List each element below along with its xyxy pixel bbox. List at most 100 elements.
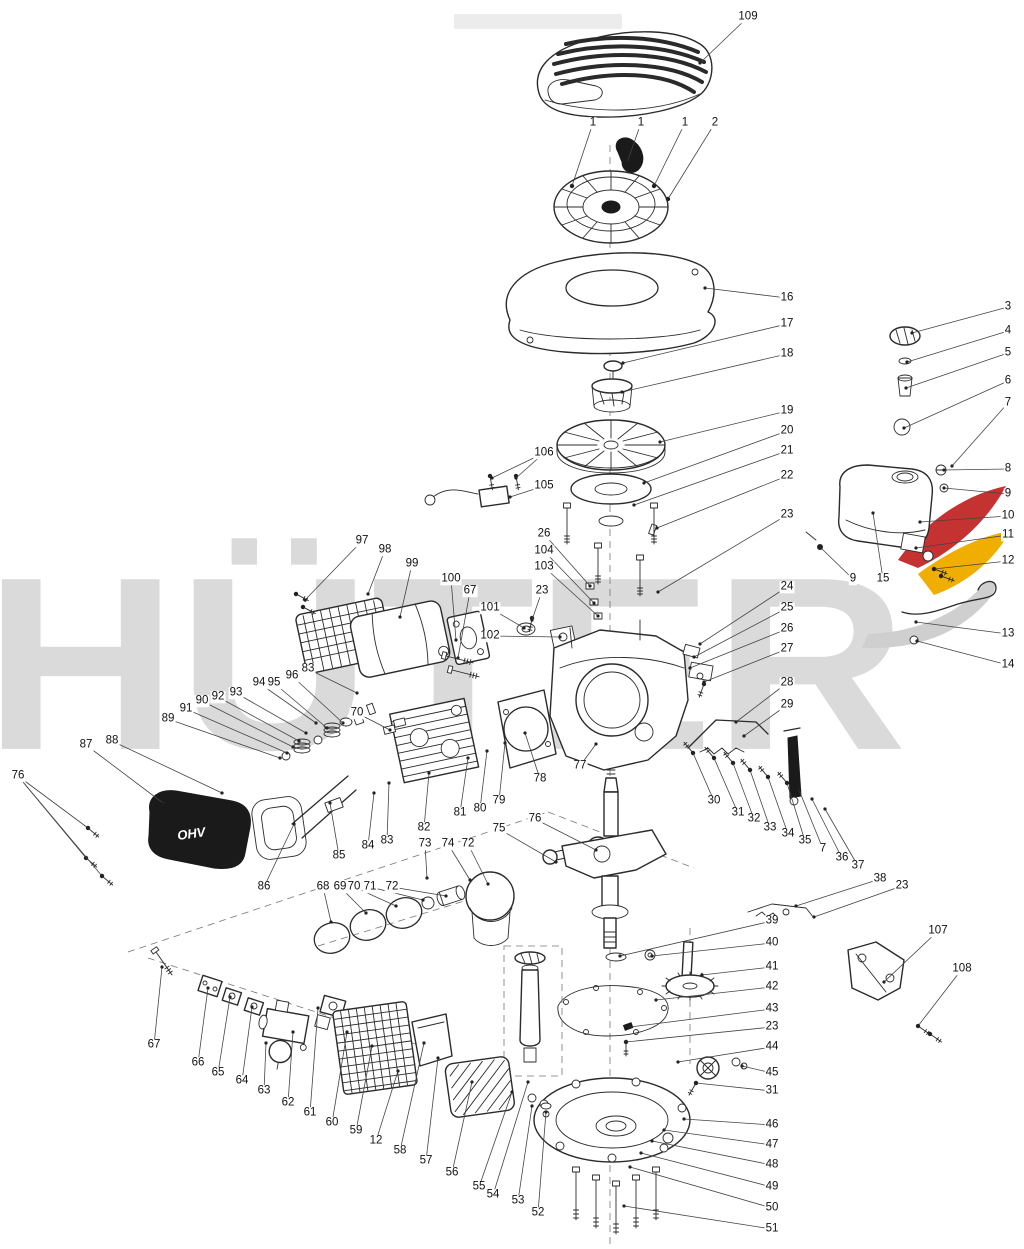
callout-70: 70 (349, 706, 365, 719)
leader-dot-44 (676, 1060, 680, 1064)
callout-34: 34 (780, 827, 796, 840)
rocker-cover-label: OHV (176, 824, 207, 843)
callout-72: 72 (460, 837, 476, 850)
leader-line-86 (264, 824, 294, 887)
leader-dot-75 (554, 860, 558, 864)
leader-dot-53 (530, 1104, 534, 1108)
callout-103: 103 (533, 560, 555, 573)
leader-line-63 (264, 1043, 266, 1091)
callout-88: 88 (104, 734, 120, 747)
leader-dot-47 (662, 1128, 666, 1132)
leader-dot-74 (468, 878, 472, 882)
leader-line-9 (944, 488, 1008, 494)
part-muffler-assembly (292, 590, 576, 681)
leader-dot-23 (624, 1040, 628, 1044)
callout-23: 23 (764, 1020, 780, 1033)
leader-line-89 (168, 719, 280, 758)
leader-dot-68 (329, 920, 333, 924)
leader-line-67 (154, 967, 162, 1045)
leader-dot-37 (823, 807, 827, 811)
leader-dot-8 (942, 468, 946, 472)
leader-line-26 (544, 534, 590, 586)
leader-line-83 (387, 783, 389, 841)
callout-16: 16 (779, 291, 795, 304)
leader-dot-98 (366, 592, 370, 596)
leader-line-49 (641, 1153, 772, 1187)
callout-24: 24 (779, 580, 795, 593)
leader-line-50 (630, 1167, 772, 1208)
leader-line-31 (696, 1083, 772, 1091)
callout-67: 67 (462, 584, 478, 597)
leader-dot-11 (914, 546, 918, 550)
callout-38: 38 (872, 872, 888, 885)
leader-line-8 (944, 469, 1008, 470)
callout-84: 84 (360, 839, 376, 852)
callout-99: 99 (404, 557, 420, 570)
leader-line-23 (626, 1027, 772, 1042)
callout-62: 62 (280, 1096, 296, 1109)
leader-dot-23 (530, 618, 534, 622)
leader-line-96 (292, 676, 343, 723)
leader-dot-32 (731, 761, 735, 765)
leader-line-66 (198, 988, 208, 1063)
leader-dot-76 (84, 856, 88, 860)
leader-line-91 (186, 709, 287, 753)
leader-line-22 (657, 476, 787, 528)
leader-dot-78 (523, 731, 527, 735)
callout-35: 35 (797, 834, 813, 847)
leader-dot-106 (514, 476, 518, 480)
leader-line-2 (668, 123, 715, 199)
leader-dot-76 (86, 826, 90, 830)
leader-dot-10 (918, 520, 922, 524)
leader-dot-63 (264, 1041, 268, 1045)
part-push-rods (292, 776, 356, 838)
leader-line-90 (202, 701, 293, 747)
leader-dot-83 (387, 781, 391, 785)
leader-dot-36 (810, 797, 814, 801)
leader-dot-5 (904, 386, 908, 390)
leader-dot-28 (734, 720, 738, 724)
part-head-gasket (498, 690, 556, 768)
leader-line-104 (544, 551, 594, 603)
callout-13: 13 (1000, 627, 1016, 640)
leader-line-102 (490, 636, 560, 637)
leader-dot-49 (639, 1151, 643, 1155)
leader-dot-84 (372, 791, 376, 795)
callout-31: 31 (730, 806, 746, 819)
leader-line-11 (916, 535, 1008, 548)
callout-105: 105 (533, 479, 555, 492)
leader-line-72 (392, 887, 446, 896)
leader-line-76 (535, 819, 596, 850)
leader-dot-7 (950, 464, 954, 468)
leader-dot-57 (436, 1056, 440, 1060)
leader-dot-95 (325, 726, 329, 730)
part-stop-switch-wire (425, 473, 522, 506)
callout-46: 46 (764, 1118, 780, 1131)
callout-72: 72 (384, 880, 400, 893)
callout-80: 80 (472, 802, 488, 815)
leader-dot-34 (766, 775, 770, 779)
callout-26: 26 (536, 527, 552, 540)
callout-89: 89 (160, 712, 176, 725)
part-pulley-and-fasteners (563, 474, 658, 620)
callout-100: 100 (440, 572, 462, 585)
leader-line-26 (690, 629, 787, 668)
part-carburetor-assembly (150, 946, 414, 1086)
leader-dot-109 (698, 61, 702, 65)
leader-dot-51 (622, 1204, 626, 1208)
callout-1: 1 (680, 116, 690, 129)
callout-7: 7 (1003, 396, 1013, 409)
leader-dot-94 (314, 721, 318, 725)
leader-dot-105 (508, 495, 512, 499)
leader-line-57 (426, 1058, 438, 1161)
callout-82: 82 (416, 821, 432, 834)
callout-86: 86 (256, 880, 272, 893)
part-fan-housing (506, 253, 715, 354)
leader-line-88 (112, 741, 222, 793)
leader-dot-104 (592, 601, 596, 605)
leader-line-48 (652, 1141, 772, 1165)
callout-94: 94 (251, 676, 267, 689)
brand-swoosh (862, 486, 1010, 649)
leader-line-16 (705, 288, 787, 298)
